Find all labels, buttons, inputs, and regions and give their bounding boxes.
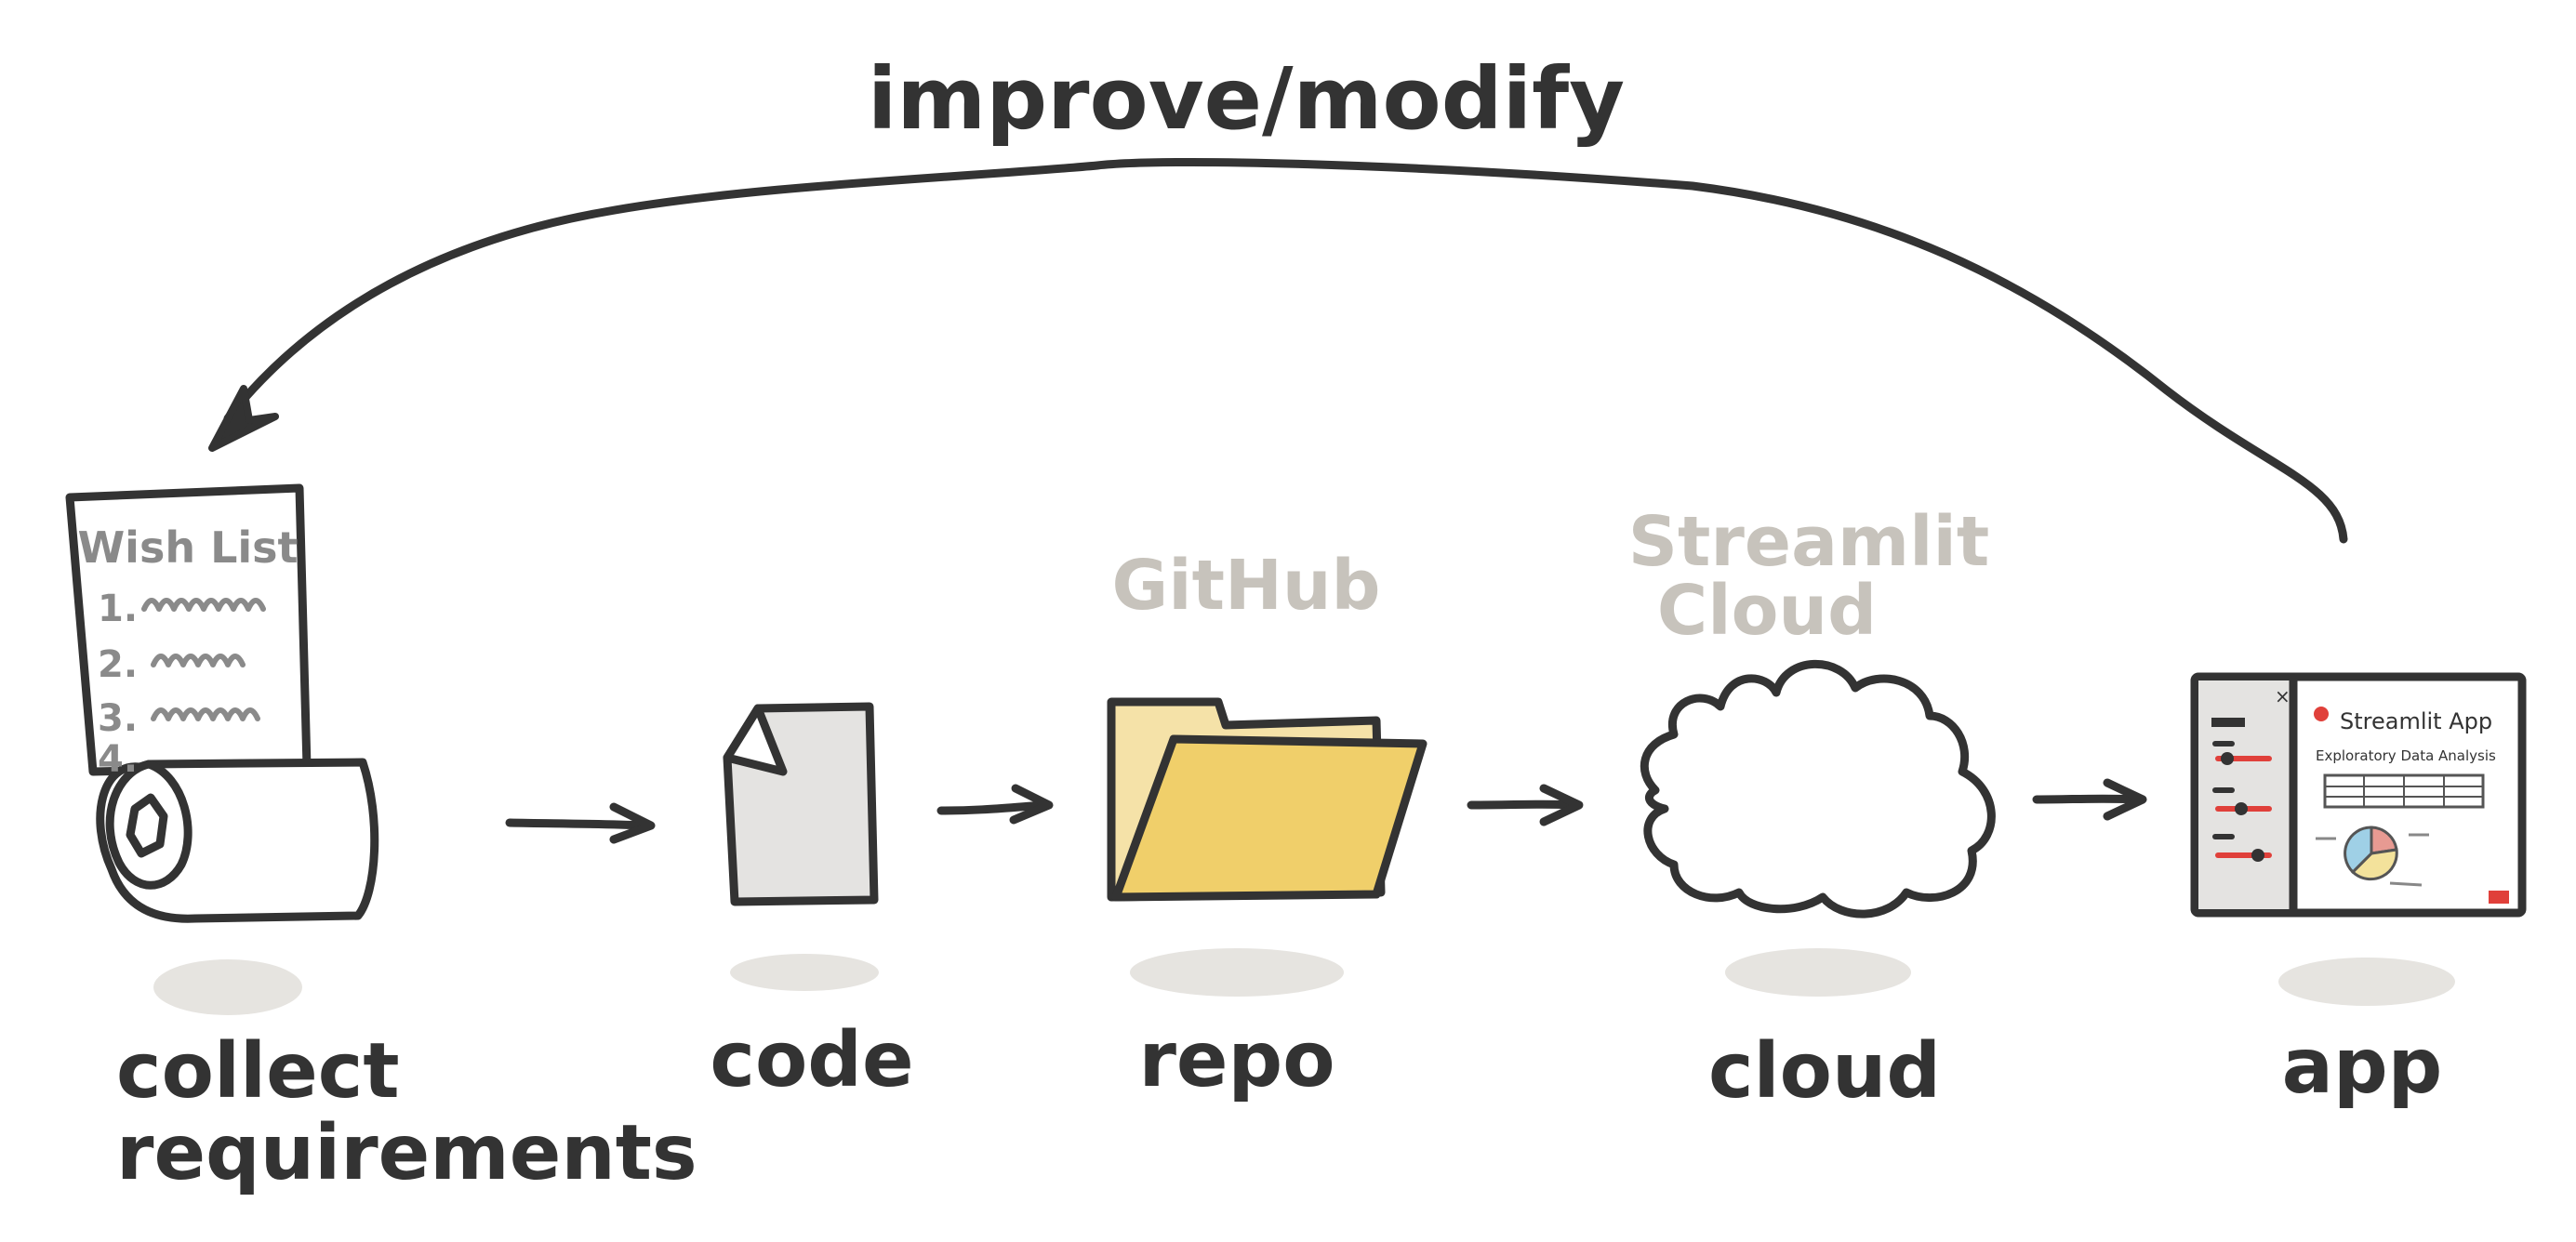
step-label-code: code [710, 1016, 913, 1104]
step-label-cloud: cloud [1708, 1027, 1941, 1116]
code-document-icon [723, 702, 879, 906]
step-label-requirements: requirements [116, 1109, 697, 1197]
flow-arrow [1467, 784, 1584, 826]
step-label-app: app [2282, 1023, 2443, 1111]
wish-list-item: 1. [98, 588, 138, 630]
feedback-loop-arrow [208, 158, 2348, 544]
step-label-collect: collect [116, 1027, 400, 1116]
loop-label: improve/modify [868, 49, 1625, 149]
wish-list-item: 2. [98, 643, 138, 686]
flow-arrow [936, 784, 1054, 825]
wish-list-item: 4. [98, 738, 138, 781]
step-label-repo: repo [1138, 1016, 1334, 1104]
step-caption-cloud: Cloud [1657, 571, 1877, 651]
app-window-subtitle: Exploratory Data Analysis [2316, 747, 2496, 764]
app-window-title: Streamlit App [2340, 708, 2492, 734]
wish-list-item: 3. [98, 697, 138, 740]
sidebar-sliders: × [2211, 685, 2291, 862]
repo-folder-icon [1107, 697, 1427, 902]
data-table [2323, 773, 2485, 809]
flow-arrow [2032, 778, 2147, 821]
svg-text:×: × [2275, 685, 2291, 707]
flow-arrow [505, 802, 656, 844]
app-window-icon: × Streamlit App Exploratory Data Analysi… [2190, 672, 2527, 918]
step-caption-streamlit: Streamlit [1628, 502, 1990, 582]
cloud-icon [1640, 659, 1996, 918]
wish-list-scroll-icon [65, 483, 379, 923]
wish-list-items: 1. 2. 3. 4. [98, 588, 266, 781]
wish-list-title: Wish List [77, 522, 298, 573]
step-caption-github: GitHub [1111, 546, 1380, 626]
ground-shadows [153, 948, 2455, 1015]
pie-chart [2316, 826, 2429, 887]
